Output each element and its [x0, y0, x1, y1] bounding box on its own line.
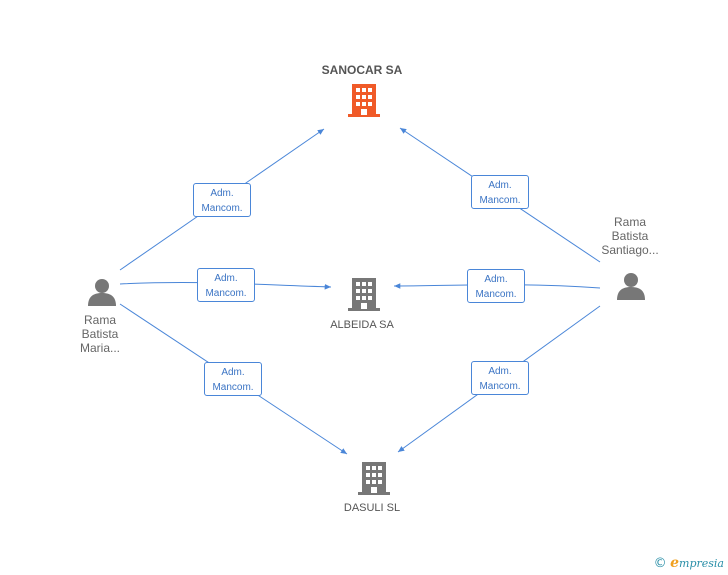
role-line1: Adm. — [214, 273, 238, 284]
role-line1: Adm. — [210, 188, 234, 199]
role-line2: Mancom. — [201, 203, 243, 214]
person-right-line3: Santiago... — [601, 243, 659, 257]
role-line2: Mancom. — [479, 195, 521, 206]
person-icon-left — [88, 279, 116, 306]
person-label-right[interactable]: Rama Batista Santiago... — [594, 215, 666, 257]
person-right-line1: Rama — [613, 215, 646, 229]
role-line1: Adm. — [484, 274, 508, 285]
person-left-line2: Batista — [81, 327, 119, 341]
person-icon-right — [617, 273, 645, 300]
role-line1: Adm. — [488, 180, 512, 191]
person-right-line2: Batista — [611, 229, 649, 243]
role-line1: Adm. — [488, 366, 512, 377]
role-box-left-albeida[interactable]: Adm. Mancom. — [197, 268, 255, 302]
role-line2: Mancom. — [205, 288, 247, 299]
company-label-albeida[interactable]: ALBEIDA SA — [330, 319, 394, 331]
company-label-dasuli[interactable]: DASULI SL — [343, 502, 401, 514]
role-box-right-dasuli[interactable]: Adm. Mancom. — [471, 361, 529, 395]
role-line2: Mancom. — [212, 382, 254, 393]
brand-name: mpresia — [679, 557, 724, 570]
copyright-icon: © — [653, 556, 667, 571]
brand-e: e — [670, 555, 680, 571]
person-left-line3: Maria... — [79, 341, 120, 355]
role-box-right-sanocar[interactable]: Adm. Mancom. — [471, 175, 529, 209]
company-label-sanocar[interactable]: SANOCAR SA — [321, 63, 403, 77]
brand-logo[interactable]: © empresia — [654, 555, 724, 571]
person-left-line1: Rama — [83, 313, 116, 327]
role-line1: Adm. — [221, 367, 245, 378]
role-line2: Mancom. — [479, 381, 521, 392]
role-line2: Mancom. — [475, 289, 517, 300]
role-box-left-dasuli[interactable]: Adm. Mancom. — [204, 362, 262, 396]
role-box-right-albeida[interactable]: Adm. Mancom. — [467, 269, 525, 303]
person-label-left[interactable]: Rama Batista Maria... — [70, 313, 130, 355]
role-box-left-sanocar[interactable]: Adm. Mancom. — [193, 183, 251, 217]
